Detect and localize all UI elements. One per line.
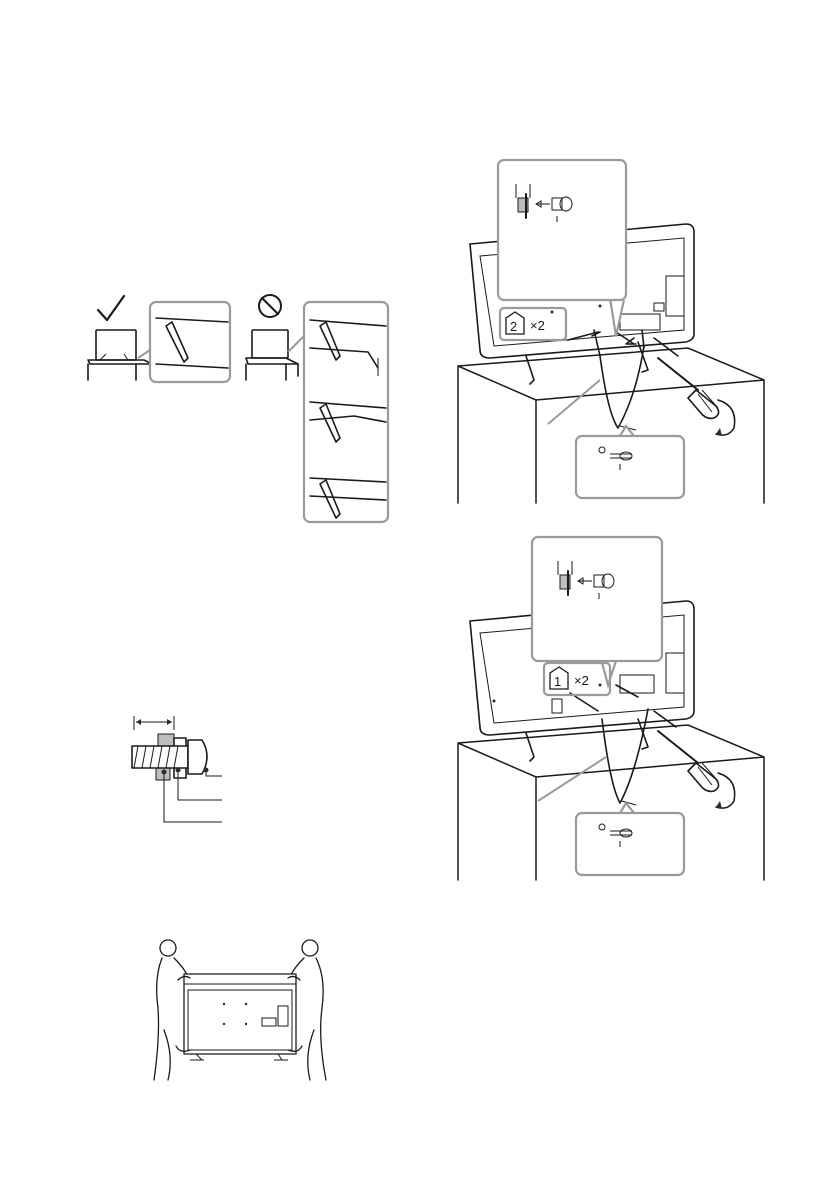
dimension-arrow-icon bbox=[134, 716, 174, 730]
ng-tv-on-table-icon bbox=[246, 330, 298, 380]
screw-quantity: ×2 bbox=[530, 318, 545, 333]
screw-length-figure bbox=[120, 710, 230, 830]
two-person-carry-icon bbox=[150, 938, 330, 1082]
left-person-figure bbox=[154, 940, 188, 1080]
screw-badge-number: 2 bbox=[510, 319, 517, 334]
strap-screw-callout bbox=[576, 426, 684, 498]
check-mark-icon bbox=[98, 296, 124, 320]
screw-badge-number: 1 bbox=[554, 674, 561, 689]
strap-attach-figure-step-2: 2 ×2 bbox=[440, 158, 780, 503]
stand-placement-figure bbox=[78, 292, 398, 528]
strap-screw-callout bbox=[576, 803, 684, 875]
strap-attach-figure-step-1: 1 ×2 bbox=[440, 535, 780, 880]
prohibited-icon bbox=[259, 295, 281, 317]
ng-stand-detail bbox=[304, 302, 388, 522]
screw-quantity: ×2 bbox=[574, 673, 589, 688]
ok-stand-detail bbox=[150, 302, 230, 382]
